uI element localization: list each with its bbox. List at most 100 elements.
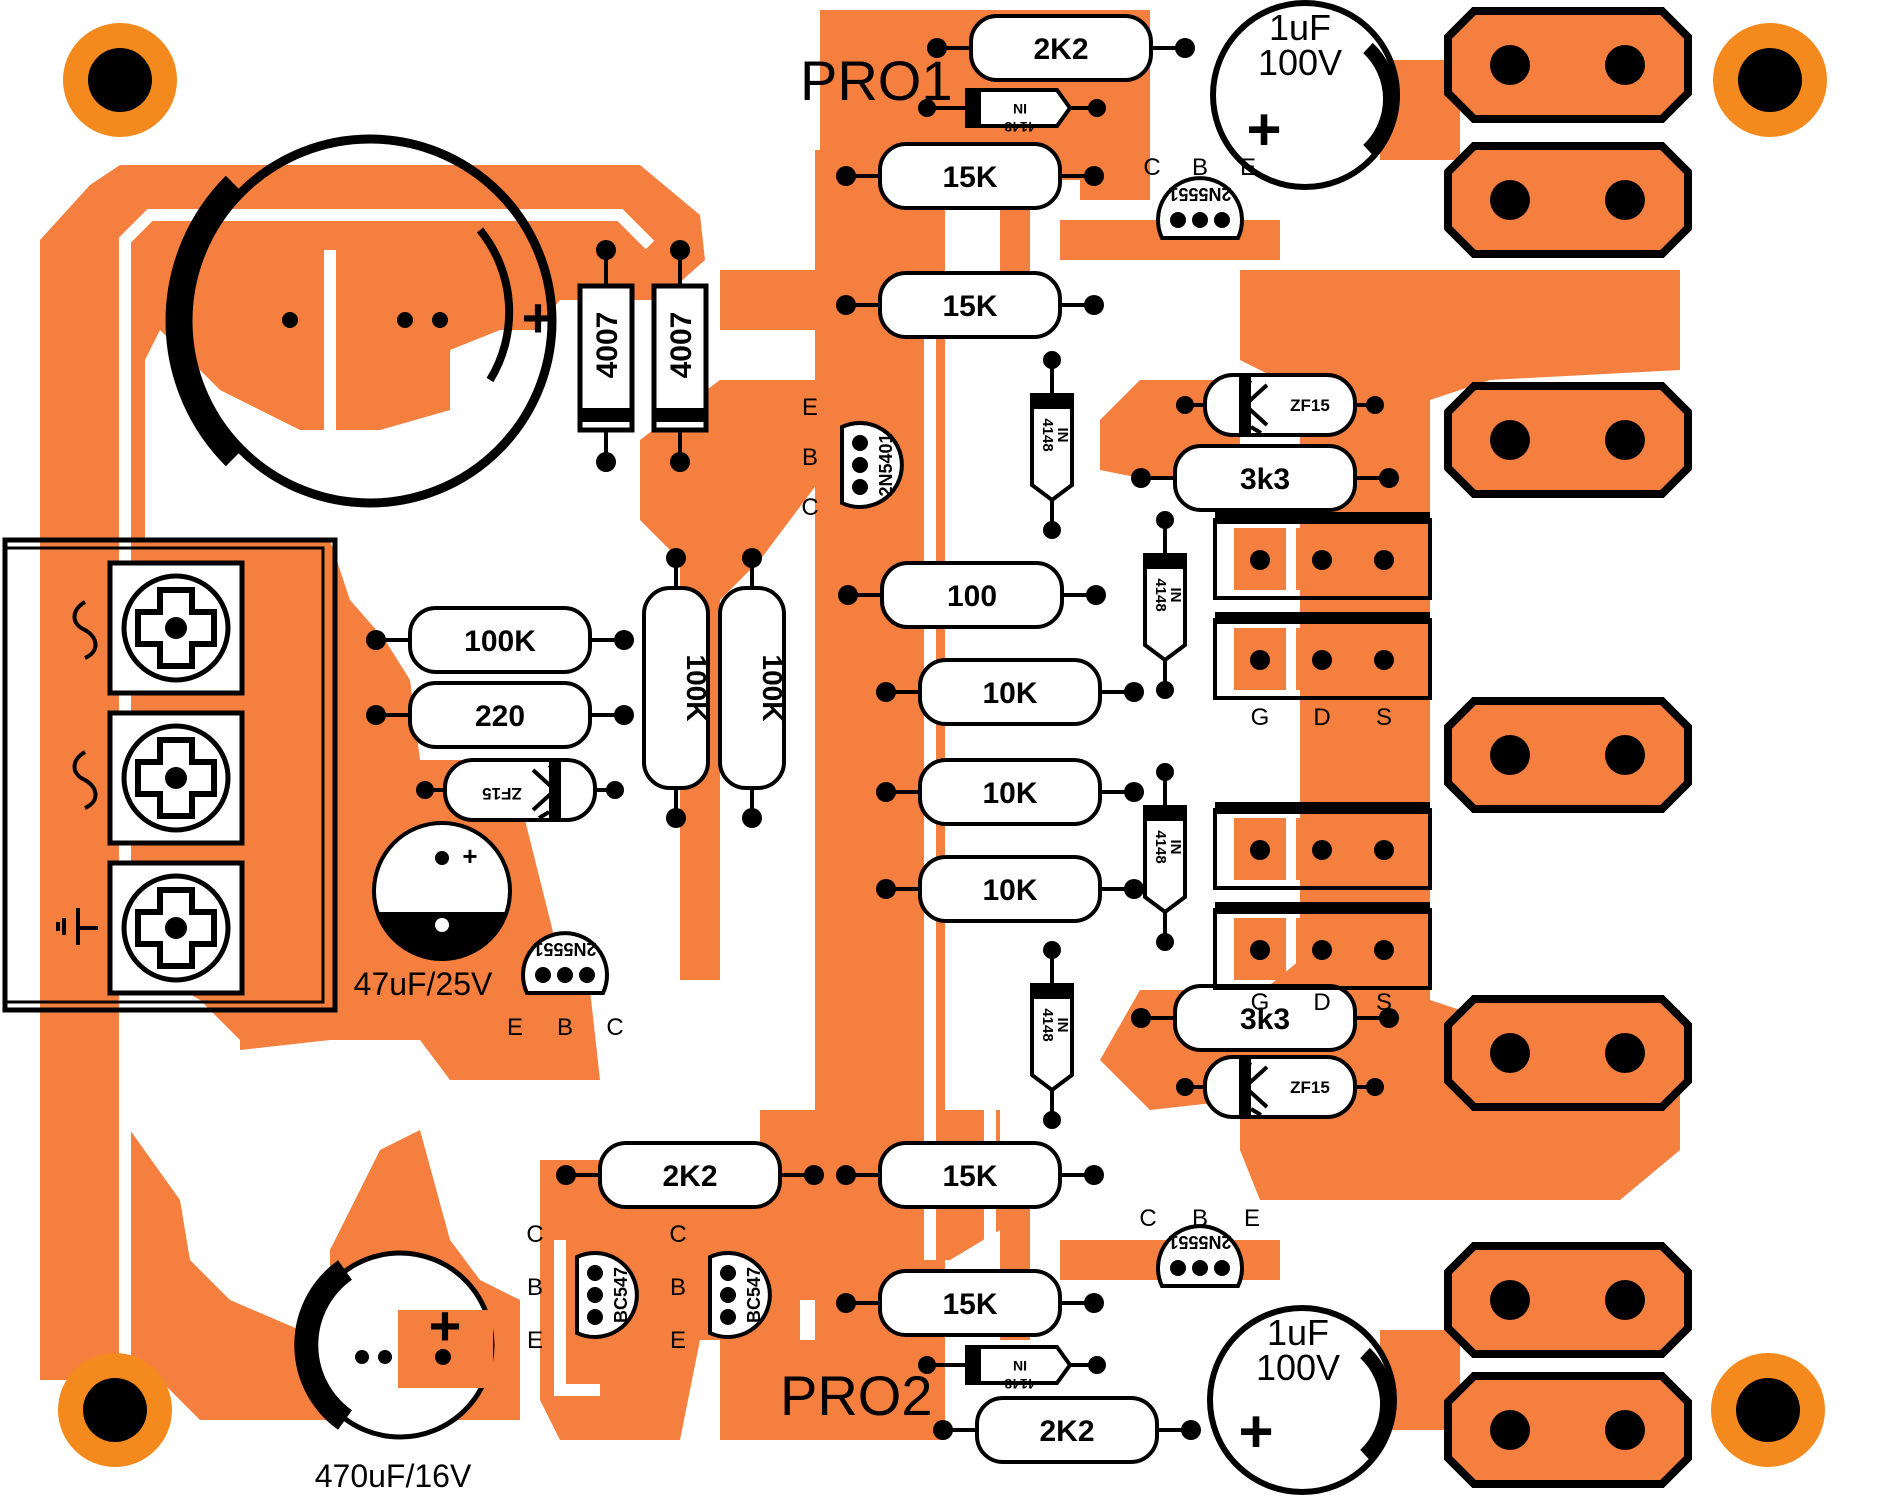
diode-label-1: IN bbox=[1013, 101, 1027, 117]
solder-pad bbox=[596, 240, 616, 260]
copper-pour-mid-left bbox=[640, 380, 820, 980]
resistor-r-3k3-bot: 3k3 bbox=[1131, 984, 1399, 1052]
solder-pad bbox=[1374, 940, 1394, 960]
resistor-label: 3k3 bbox=[1240, 463, 1290, 496]
solder-pad bbox=[535, 967, 551, 983]
pin-label: C bbox=[526, 1221, 543, 1248]
resistor-r-220: 220 bbox=[366, 681, 634, 749]
solder-pad bbox=[1176, 1078, 1194, 1096]
solder-pad bbox=[1084, 1165, 1104, 1185]
pin-label: C bbox=[669, 1221, 686, 1248]
solder-pad bbox=[1175, 38, 1195, 58]
solder-pad bbox=[1170, 1260, 1186, 1276]
solder-pad bbox=[1156, 681, 1174, 699]
terminal-screw-2 bbox=[107, 710, 245, 846]
solder-pad bbox=[670, 240, 690, 260]
solder-pad bbox=[1374, 650, 1394, 670]
resistor-label: 3k3 bbox=[1240, 1003, 1290, 1036]
solder-pad bbox=[927, 38, 947, 58]
solder-pad bbox=[579, 967, 595, 983]
terminal-screw-1 bbox=[107, 560, 245, 696]
solder-pad bbox=[742, 548, 762, 568]
pin-label: B bbox=[1192, 154, 1208, 181]
solder-pad bbox=[1131, 468, 1151, 488]
transistor-type: 2N5401 bbox=[876, 433, 896, 496]
transistor-type: 2N5551 bbox=[1168, 184, 1231, 204]
resistor-r-100: 100 bbox=[838, 561, 1106, 629]
resistor-label: 2K2 bbox=[662, 1160, 717, 1193]
copper-pour-bottom-center bbox=[540, 1160, 760, 1440]
solder-pad bbox=[1250, 940, 1270, 960]
diode-label-1: IN bbox=[1054, 428, 1071, 443]
diode-d-4007-b: 4007 bbox=[651, 240, 709, 472]
capacitor-top-right-value: 1uF bbox=[1269, 7, 1331, 48]
capacitor-470uf: + 470uF/16V bbox=[294, 1250, 495, 1494]
resistor-r-2k2-mid: 2K2 bbox=[556, 1141, 824, 1209]
resistor-label: 10K bbox=[982, 874, 1037, 907]
copper-link-out-8 bbox=[1380, 1330, 1460, 1430]
zener-label: ZF15 bbox=[1290, 396, 1330, 415]
capacitor-top-right-voltage: 100V bbox=[1258, 42, 1342, 83]
output-pads bbox=[1444, 7, 1692, 1488]
mounting-hole-top-right bbox=[1713, 23, 1827, 137]
capacitor-470uf-label: 470uF/16V bbox=[315, 1458, 472, 1494]
ac-symbol-1 bbox=[72, 600, 98, 660]
capacitor-top-right-polarity: + bbox=[1246, 96, 1281, 163]
solder-pad bbox=[742, 808, 762, 828]
resistor-label: 2K2 bbox=[1039, 1415, 1094, 1448]
solder-pad bbox=[1124, 782, 1144, 802]
solder-pad bbox=[416, 781, 434, 799]
solder-pad bbox=[1192, 1260, 1208, 1276]
solder-pad bbox=[876, 782, 896, 802]
pin-label: E bbox=[670, 1327, 686, 1354]
solder-pad bbox=[614, 705, 634, 725]
resistor-label: 10K bbox=[982, 777, 1037, 810]
resistor-r-100k-v2: 100K bbox=[718, 548, 788, 828]
diode-label-2: 4148 bbox=[1152, 830, 1169, 863]
transistor-q-2n5551-top: 2N5551 C B E bbox=[1143, 154, 1256, 240]
solder-pad bbox=[1156, 933, 1174, 951]
mosfet-top-1 bbox=[1213, 512, 1432, 600]
solder-pad bbox=[876, 682, 896, 702]
solder-pad bbox=[1214, 1260, 1230, 1276]
solder-pad bbox=[1366, 396, 1384, 414]
diode-label-1: IN bbox=[1167, 588, 1184, 603]
output-pad-6 bbox=[1444, 1242, 1692, 1358]
pin-label: C bbox=[1143, 154, 1160, 181]
capacitor-main-polarity: + bbox=[522, 286, 555, 349]
solder-pad bbox=[1084, 1293, 1104, 1313]
solder-pad bbox=[1379, 1008, 1399, 1028]
pin-label: B bbox=[802, 444, 818, 471]
diode-label: 4007 bbox=[665, 312, 698, 379]
pin-label: E bbox=[1240, 154, 1256, 181]
pin-label: B bbox=[527, 1274, 543, 1301]
diode-label: 4007 bbox=[591, 312, 624, 379]
diode-label-2: 4148 bbox=[1039, 1008, 1056, 1041]
solder-pad bbox=[838, 585, 858, 605]
solder-pad bbox=[918, 1356, 936, 1374]
solder-pad bbox=[1043, 1111, 1061, 1129]
solder-pad bbox=[1312, 550, 1332, 570]
resistor-r-10k-a: 10K bbox=[876, 658, 1144, 726]
diode-label-2: 4148 bbox=[1152, 578, 1169, 611]
solder-pad bbox=[670, 452, 690, 472]
pin-label: C bbox=[1139, 1205, 1156, 1232]
resistor-r-10k-b: 10K bbox=[876, 758, 1144, 826]
resistor-label: 100K bbox=[464, 625, 536, 658]
pin-label: B bbox=[670, 1274, 686, 1301]
mosfet-pin-label: S bbox=[1376, 704, 1392, 731]
transistor-type: 2N5551 bbox=[533, 939, 596, 959]
solder-pad bbox=[836, 166, 856, 186]
solder-pad bbox=[1214, 212, 1230, 228]
diode-label-2: 4148 bbox=[1039, 418, 1056, 451]
pin-label: E bbox=[1244, 1205, 1260, 1232]
ground-symbol bbox=[56, 908, 98, 945]
resistor-label: 220 bbox=[475, 700, 525, 733]
solder-pad bbox=[666, 808, 686, 828]
